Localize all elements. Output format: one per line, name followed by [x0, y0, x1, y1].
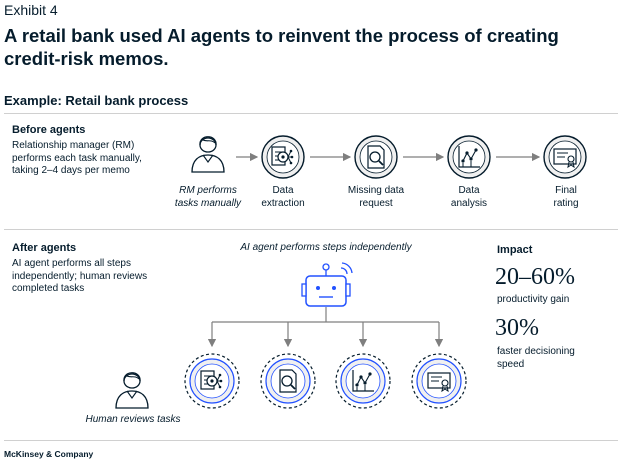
step-data-extraction-node: [261, 135, 305, 179]
certificate-rating-icon: [427, 372, 451, 392]
after-agents-description: AI agent performs all steps independentl…: [12, 258, 182, 296]
before-desc-line-1: Relationship manager (RM): [12, 140, 135, 151]
rm-label-line-1: RM performs: [179, 185, 237, 196]
rm-person-icon: [191, 136, 225, 173]
robot-icon: [301, 262, 353, 307]
agent-step-rating-node: [411, 353, 467, 409]
rm-performs-label: RM performs tasks manually: [165, 184, 251, 210]
step-final-rating-node: [543, 135, 587, 179]
step-4-line-2: rating: [553, 198, 579, 209]
impact-metric-speed-label: faster decisioning speed: [497, 345, 575, 371]
impact-metric-speed-value: 30%: [495, 315, 539, 341]
step-data-analysis-node: [447, 135, 491, 179]
agent-step-analysis-node: [335, 353, 391, 409]
step-4-line-1: Final: [555, 185, 577, 196]
impact-speed-line-1: faster decisioning: [497, 346, 575, 357]
after-desc-line-3: completed tasks: [12, 283, 85, 294]
human-reviews-label: Human reviews tasks: [85, 414, 181, 425]
divider-middle: [4, 229, 618, 230]
document-search-icon: [367, 145, 385, 169]
divider-top: [4, 113, 618, 114]
step-2-line-2: request: [359, 198, 393, 209]
step-label-final-rating: Final rating: [529, 184, 603, 210]
step-label-missing-data-request: Missing data request: [334, 184, 418, 210]
exhibit-label: Exhibit 4: [4, 2, 58, 18]
before-agents-description: Relationship manager (RM) performs each …: [12, 140, 172, 178]
rm-label-line-2: tasks manually: [174, 198, 242, 209]
document-search-icon: [279, 369, 297, 393]
step-1-line-1: Data: [272, 185, 294, 196]
impact-metric-productivity-label: productivity gain: [497, 294, 570, 305]
divider-bottom: [4, 440, 618, 441]
ai-agent-label: AI agent performs steps independently: [240, 242, 412, 253]
step-label-data-analysis: Data analysis: [432, 184, 506, 210]
impact-speed-line-2: speed: [497, 359, 525, 370]
step-2-line-1: Missing data: [347, 185, 405, 196]
agent-connector-tree: [207, 307, 444, 348]
step-missing-data-node: [354, 135, 398, 179]
example-subtitle: Example: Retail bank process: [4, 93, 189, 108]
step-3-line-2: analysis: [450, 198, 488, 209]
certificate-rating-icon: [553, 148, 577, 168]
before-desc-line-3: taking 2–4 days per memo: [12, 165, 130, 176]
after-desc-line-2: independently; human reviews: [12, 270, 148, 282]
human-reviewer-icon: [115, 372, 149, 409]
footer-brand: McKinsey & Company: [4, 449, 94, 459]
step-3-line-1: Data: [458, 185, 480, 196]
agent-step-search-node: [260, 353, 316, 409]
after-agents-heading: After agents: [12, 242, 77, 254]
impact-heading: Impact: [497, 244, 533, 256]
after-desc-line-1: AI agent performs all steps: [12, 258, 131, 269]
page-title: A retail bank used AI agents to reinvent…: [4, 25, 559, 69]
before-agents-heading: Before agents: [12, 124, 86, 136]
step-1-line-2: extraction: [261, 198, 305, 209]
impact-metric-productivity-value: 20–60%: [495, 264, 575, 290]
agent-step-extraction-node: [184, 353, 240, 409]
before-desc-line-2: performs each task manually,: [12, 152, 142, 164]
step-label-data-extraction: Data extraction: [246, 184, 320, 210]
